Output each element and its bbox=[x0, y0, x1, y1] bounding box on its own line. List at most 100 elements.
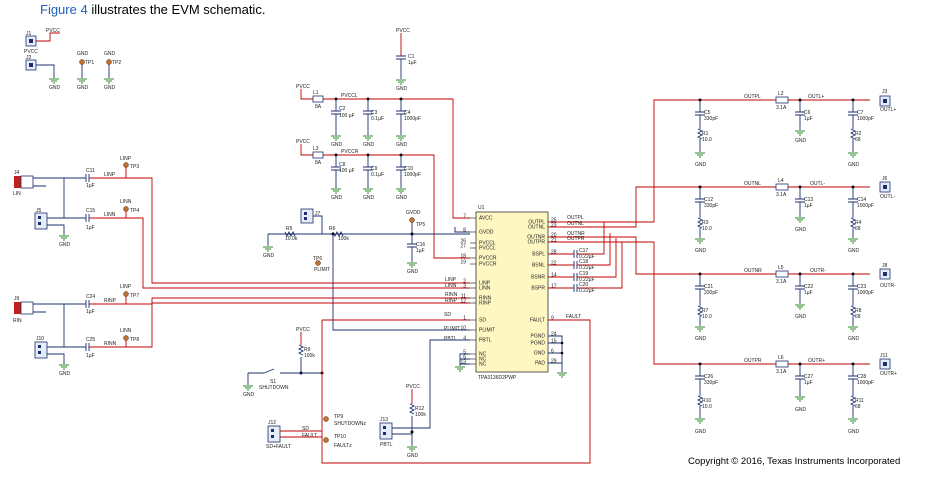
svg-text:OUTPR: OUTPR bbox=[567, 236, 585, 242]
svg-text:3.1A: 3.1A bbox=[776, 192, 787, 198]
figure-link[interactable]: Figure 4 bbox=[40, 2, 88, 17]
svg-text:C4: C4 bbox=[404, 110, 411, 116]
svg-text:GND: GND bbox=[848, 336, 860, 342]
ic-pin-number: 3 bbox=[463, 284, 466, 290]
svg-text:PLIMIT: PLIMIT bbox=[444, 326, 460, 332]
svg-text:C13: C13 bbox=[804, 197, 813, 203]
svg-text:1µF: 1µF bbox=[804, 203, 813, 209]
svg-text:C26: C26 bbox=[704, 374, 713, 380]
svg-text:330pF: 330pF bbox=[704, 116, 718, 122]
svg-text:0.22µF: 0.22µF bbox=[579, 288, 595, 294]
ic-pin-name: FAULT bbox=[530, 318, 545, 324]
svg-text:OUTPL: OUTPL bbox=[744, 94, 761, 100]
ic-pin-number: 12 bbox=[460, 299, 466, 305]
svg-text:S1: S1 bbox=[270, 379, 276, 385]
svg-text:OUTR+: OUTR+ bbox=[880, 371, 897, 377]
svg-text:C20: C20 bbox=[579, 282, 588, 288]
ic-pin-number: 20 bbox=[551, 233, 557, 239]
svg-text:FAULT: FAULT bbox=[566, 314, 581, 320]
svg-text:OUTPL: OUTPL bbox=[567, 215, 584, 221]
svg-text:J7: J7 bbox=[315, 211, 321, 217]
svg-text:TP2: TP2 bbox=[112, 60, 121, 66]
svg-text:C25: C25 bbox=[86, 337, 95, 343]
ic-pin-number: 28 bbox=[551, 250, 557, 256]
svg-text:3.1A: 3.1A bbox=[776, 369, 787, 375]
ic-pin-number: 8 bbox=[463, 228, 466, 234]
ic-pin-number: 11 bbox=[461, 294, 466, 300]
ic-pin-name: OUTNL bbox=[528, 225, 545, 231]
ic-pin-number: 1 bbox=[463, 316, 466, 322]
svg-text:FAULTz: FAULTz bbox=[334, 443, 352, 449]
ic-pin-name: PBTL bbox=[479, 338, 492, 344]
ic-pin-name: LINP bbox=[479, 281, 491, 287]
ic-pin-name: RINP bbox=[479, 301, 492, 307]
svg-text:1000pF: 1000pF bbox=[857, 290, 874, 296]
svg-text:1000pF: 1000pF bbox=[404, 116, 421, 122]
svg-text:100k: 100k bbox=[304, 353, 315, 359]
svg-text:LIN: LIN bbox=[13, 191, 21, 197]
svg-text:1µF: 1µF bbox=[804, 116, 813, 122]
svg-text:OUTR-: OUTR- bbox=[810, 268, 826, 274]
svg-text:J13: J13 bbox=[380, 417, 388, 423]
svg-text:TP3: TP3 bbox=[130, 164, 139, 170]
svg-text:GND: GND bbox=[363, 195, 375, 201]
svg-text:LINP: LINP bbox=[445, 277, 457, 283]
svg-text:C3: C3 bbox=[371, 110, 378, 116]
svg-text:TP9: TP9 bbox=[334, 414, 343, 420]
svg-text:R3: R3 bbox=[702, 220, 709, 226]
svg-text:68: 68 bbox=[855, 404, 861, 410]
svg-text:1µF: 1µF bbox=[804, 290, 813, 296]
svg-text:OUTNR: OUTNR bbox=[744, 268, 762, 274]
svg-text:L6: L6 bbox=[778, 355, 784, 361]
svg-text:100 µF: 100 µF bbox=[339, 168, 355, 174]
ic-pin-name: LINN bbox=[479, 286, 491, 292]
ic-pin-name: PGND bbox=[531, 341, 546, 347]
ic-pin-name: PLIMIT bbox=[479, 328, 495, 334]
ic-pin-number: 23 bbox=[551, 223, 557, 229]
svg-text:1000pF: 1000pF bbox=[857, 116, 874, 122]
svg-text:0.22µF: 0.22µF bbox=[579, 265, 595, 271]
svg-text:OUTL-: OUTL- bbox=[880, 194, 895, 200]
svg-text:LINN: LINN bbox=[120, 328, 132, 334]
caption-text: illustrates the EVM schematic. bbox=[87, 2, 266, 17]
svg-text:R8: R8 bbox=[855, 308, 862, 314]
svg-text:1000pF: 1000pF bbox=[404, 172, 421, 178]
ic-pin-name: OUTNR bbox=[527, 235, 545, 241]
svg-text:LINP: LINP bbox=[120, 284, 132, 290]
ic-pin-number: 21 bbox=[551, 238, 557, 244]
svg-text:GND: GND bbox=[407, 453, 419, 459]
svg-text:1µF: 1µF bbox=[408, 60, 417, 66]
ic-pin-number: 7 bbox=[463, 214, 466, 220]
svg-text:C21: C21 bbox=[704, 284, 713, 290]
svg-text:TP5: TP5 bbox=[416, 222, 425, 228]
svg-text:GND: GND bbox=[104, 85, 116, 91]
j1-header: J1 PVCC PVCC bbox=[24, 28, 60, 55]
svg-text:C6: C6 bbox=[804, 110, 811, 116]
svg-text:TP1: TP1 bbox=[85, 60, 94, 66]
svg-text:L4: L4 bbox=[778, 178, 784, 184]
svg-text:L3: L3 bbox=[313, 146, 319, 152]
figure-caption: Figure 4 illustrates the EVM schematic. bbox=[40, 2, 265, 17]
svg-text:68: 68 bbox=[855, 314, 861, 320]
svg-text:C7: C7 bbox=[857, 110, 864, 116]
svg-text:330pF: 330pF bbox=[704, 203, 718, 209]
svg-text:LINN: LINN bbox=[445, 283, 457, 289]
ic-pin-name: OUTPL bbox=[528, 220, 545, 226]
svg-text:SHUTDOWNz: SHUTDOWNz bbox=[334, 421, 366, 427]
svg-text:GND: GND bbox=[331, 195, 343, 201]
svg-text:10.0: 10.0 bbox=[702, 137, 712, 143]
svg-text:J12: J12 bbox=[268, 420, 276, 426]
svg-text:OUTNR: OUTNR bbox=[567, 231, 585, 237]
svg-text:OUTR+: OUTR+ bbox=[808, 358, 825, 364]
svg-text:GND: GND bbox=[104, 51, 116, 57]
svg-text:PVCC: PVCC bbox=[406, 384, 420, 390]
svg-text:R9: R9 bbox=[304, 347, 311, 353]
ic-pin-name: PVCCR bbox=[479, 256, 497, 262]
ic-pin-number: 6 bbox=[463, 355, 466, 361]
svg-text:GND: GND bbox=[848, 248, 860, 254]
svg-text:10.0: 10.0 bbox=[702, 226, 712, 232]
